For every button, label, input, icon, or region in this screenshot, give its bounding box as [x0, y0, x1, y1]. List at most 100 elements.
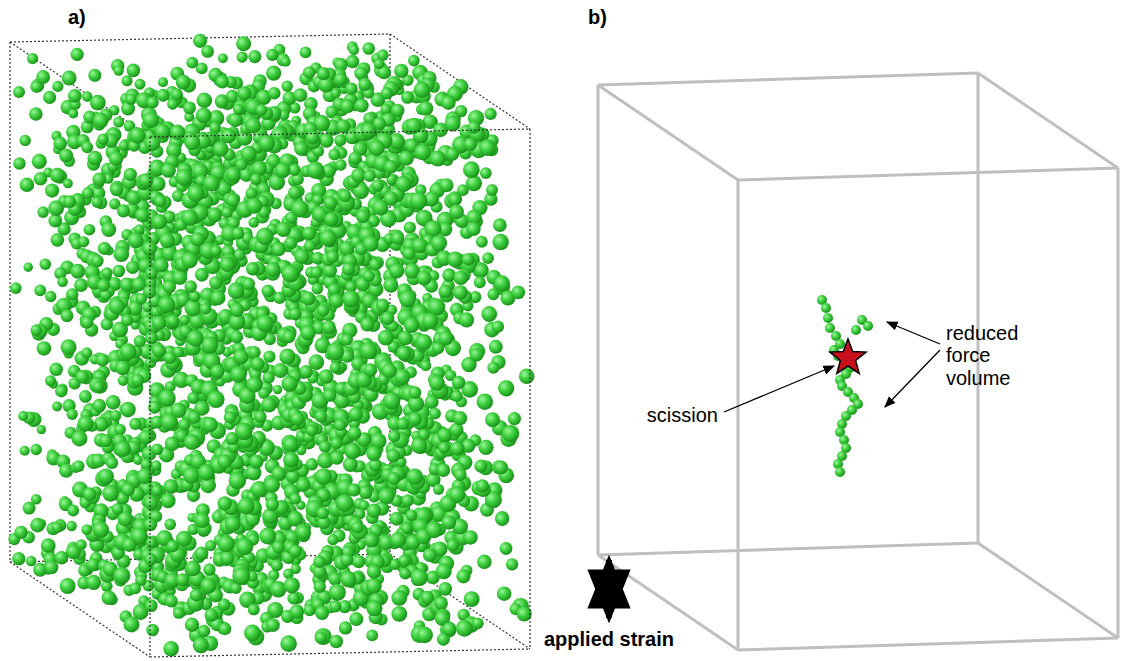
- bead: [383, 278, 398, 293]
- bead: [164, 518, 176, 530]
- bead: [92, 399, 106, 413]
- bead: [360, 317, 374, 331]
- bead: [112, 265, 125, 278]
- bead: [151, 460, 161, 470]
- bead: [266, 66, 281, 81]
- bead: [437, 463, 451, 477]
- bead: [89, 377, 105, 393]
- bead: [176, 75, 191, 90]
- bead: [300, 47, 312, 59]
- bead: [419, 101, 434, 116]
- bead: [327, 534, 338, 545]
- bead: [163, 479, 178, 494]
- bead: [127, 64, 141, 78]
- bead: [90, 95, 106, 111]
- bead: [288, 186, 302, 200]
- bead: [125, 94, 136, 105]
- bead: [112, 503, 124, 515]
- bead: [143, 112, 160, 129]
- bead: [134, 79, 145, 90]
- bead: [62, 71, 77, 86]
- bead: [10, 282, 22, 294]
- bead: [102, 590, 117, 605]
- bead: [53, 137, 67, 151]
- bead: [343, 457, 358, 472]
- bead: [106, 457, 118, 469]
- bead: [447, 191, 462, 206]
- bead: [389, 263, 404, 278]
- bead: [106, 395, 121, 410]
- bead: [197, 93, 213, 109]
- bead: [167, 99, 178, 110]
- bead: [73, 460, 85, 472]
- bead: [66, 521, 76, 531]
- bead: [218, 53, 228, 63]
- bead: [88, 69, 101, 82]
- bead: [113, 246, 129, 262]
- bead: [201, 45, 214, 58]
- bead: [40, 258, 52, 270]
- bead: [20, 178, 35, 193]
- bead: [81, 524, 92, 535]
- bead: [205, 540, 216, 551]
- bead: [228, 112, 243, 127]
- box-edge: [10, 42, 150, 137]
- bead: [68, 108, 78, 118]
- bead: [83, 487, 97, 501]
- bead: [13, 157, 25, 169]
- bead: [271, 559, 283, 571]
- bead: [293, 88, 307, 102]
- bead: [36, 70, 50, 84]
- bead: [121, 75, 132, 86]
- bead: [290, 604, 304, 618]
- bead: [346, 55, 359, 68]
- bead: [59, 148, 73, 162]
- bead: [48, 200, 64, 216]
- bead: [55, 551, 69, 565]
- bead: [101, 222, 116, 237]
- bead: [66, 288, 78, 300]
- bead: [340, 99, 354, 113]
- bead: [121, 314, 133, 326]
- bead: [446, 539, 459, 552]
- bead: [381, 87, 393, 99]
- bead: [151, 443, 163, 455]
- bead: [92, 197, 103, 208]
- bead: [265, 262, 280, 277]
- bead: [49, 363, 63, 377]
- bead: [14, 526, 27, 539]
- bead: [404, 221, 416, 233]
- bead: [71, 430, 87, 446]
- bead: [118, 375, 129, 386]
- bead: [52, 401, 62, 411]
- bead: [37, 341, 52, 356]
- bead: [67, 409, 78, 420]
- bead: [96, 353, 109, 366]
- bead: [76, 539, 87, 550]
- bead: [237, 51, 248, 62]
- bead: [60, 578, 76, 594]
- bead: [449, 193, 461, 205]
- bead: [259, 527, 276, 544]
- bead: [31, 494, 42, 505]
- bead: [151, 485, 162, 496]
- bead: [391, 606, 407, 622]
- bead: [109, 151, 124, 166]
- bead: [281, 57, 291, 67]
- bead: [141, 459, 153, 471]
- bead: [32, 154, 47, 169]
- bead: [414, 82, 430, 98]
- bead: [110, 410, 121, 421]
- bead: [113, 117, 124, 128]
- bead: [315, 410, 328, 423]
- box-edge: [9, 42, 10, 562]
- bead: [184, 300, 201, 317]
- bead: [26, 556, 37, 567]
- bead: [394, 64, 408, 78]
- bead: [55, 385, 67, 397]
- bead: [70, 264, 85, 279]
- bead: [281, 80, 292, 91]
- bead: [248, 346, 261, 359]
- bead: [147, 96, 159, 108]
- bead: [185, 561, 201, 577]
